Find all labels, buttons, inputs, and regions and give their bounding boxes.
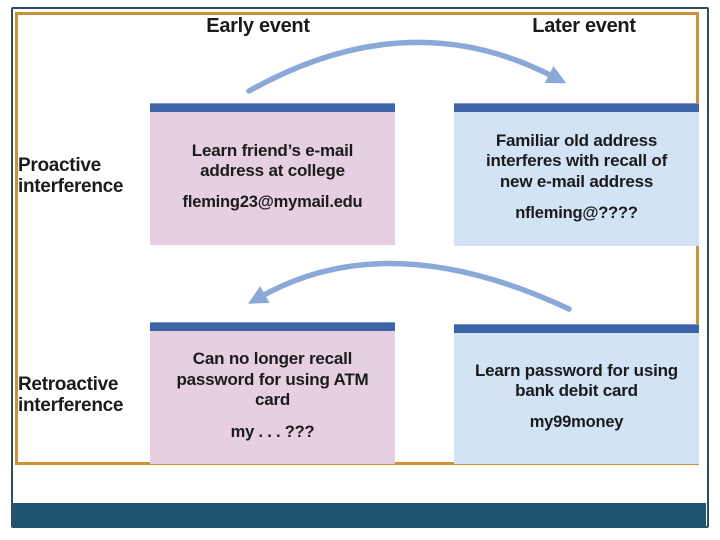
- box-example: my . . . ???: [230, 422, 315, 441]
- slide-footer-bar: [13, 503, 706, 528]
- column-header-later-event: Later event: [532, 15, 636, 37]
- box-content: Familiar old address interferes with rec…: [454, 112, 699, 246]
- row-label-retroactive-interference: Retroactive interference: [18, 374, 124, 417]
- box-proactive-early: Learn friend’s e-mail address at college…: [150, 103, 395, 245]
- box-retroactive-early: Can no longer recall password for using …: [150, 322, 395, 464]
- box-title: Learn friend’s e-mail address at college: [191, 140, 354, 180]
- box-proactive-later: Familiar old address interferes with rec…: [454, 103, 699, 246]
- box-header-bar: [454, 103, 699, 112]
- box-header-bar: [454, 324, 699, 333]
- box-retroactive-later: Learn password for using bank debit card…: [454, 324, 699, 464]
- box-header-bar: [150, 322, 395, 331]
- column-header-early-event: Early event: [206, 15, 310, 37]
- box-example: nfleming@????: [515, 204, 638, 223]
- box-example: my99money: [529, 413, 624, 432]
- box-content: Can no longer recall password for using …: [150, 331, 395, 464]
- box-example: fleming23@mymail.edu: [182, 193, 363, 212]
- box-content: Learn friend’s e-mail address at college…: [150, 112, 395, 245]
- row-label-proactive-interference: Proactive interference: [18, 155, 124, 198]
- box-title: Learn password for using bank debit card: [474, 360, 678, 400]
- box-title: Can no longer recall password for using …: [176, 349, 369, 410]
- box-content: Learn password for using bank debit card…: [454, 333, 699, 464]
- box-header-bar: [150, 103, 395, 112]
- box-title: Familiar old address interferes with rec…: [485, 130, 668, 191]
